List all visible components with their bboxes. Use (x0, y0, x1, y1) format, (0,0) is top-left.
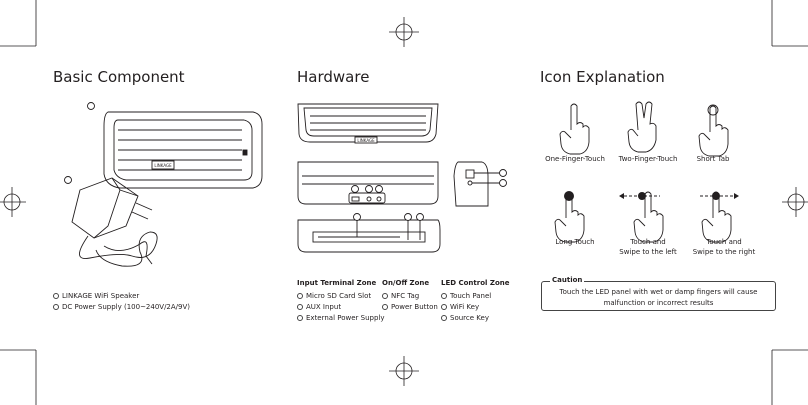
speaker-side-view (453, 161, 507, 207)
speaker-illustration (103, 111, 263, 189)
one-finger-touch-icon (559, 103, 590, 155)
list-item: NFC Tag (382, 290, 438, 301)
bullet-circle-icon (53, 303, 59, 310)
basic-component-title: Basic Component (53, 68, 185, 86)
speaker-back-view (297, 161, 439, 205)
bullet-circle-icon (297, 303, 303, 310)
swipe-right-icon (700, 191, 739, 243)
list-item: LINKAGE WiFi Speaker (53, 290, 190, 301)
hardware-title: Hardware (297, 68, 370, 86)
input-terminal-zone: Input Terminal Zone Micro SD Card Slot A… (297, 279, 385, 323)
list-item: External Power Supply (297, 312, 385, 323)
on-off-zone: On/Off Zone NFC Tag Power Button (382, 279, 438, 312)
icon-explanation-title: Icon Explanation (540, 68, 665, 86)
caution-box: Caution Touch the LED panel with wet or … (541, 276, 776, 311)
svg-text:LINKAGE: LINKAGE (154, 163, 172, 168)
bullet-circle-icon (297, 314, 303, 321)
list-item: DC Power Supply (100~240V/2A/9V) (53, 301, 190, 312)
led-control-zone: LED Control Zone Touch Panel WiFi Key So… (441, 279, 510, 323)
bullet-circle-icon (382, 292, 388, 299)
power-adapter-illustration (71, 177, 158, 267)
bullet-circle-icon (297, 292, 303, 299)
bullet-circle-icon (441, 292, 447, 299)
list-item: Source Key (441, 312, 509, 323)
bullet-circle-icon (53, 292, 59, 299)
long-touch-icon (554, 191, 585, 243)
list-item: AUX Input (297, 301, 385, 312)
basic-component-list: LINKAGE WiFi Speaker DC Power Supply (10… (53, 290, 190, 312)
long-touch-label: Long Touch (555, 238, 595, 246)
svg-text:LINKAGE: LINKAGE (357, 138, 375, 143)
two-finger-touch-label: Two-Finger-Touch (618, 155, 678, 163)
speaker-front-view (297, 213, 441, 253)
registration-mark-left (0, 187, 26, 217)
one-finger-touch-label: One-Finger-Touch (545, 155, 605, 163)
two-finger-touch-icon (627, 101, 657, 153)
list-item: Power Button (382, 301, 438, 312)
swipe-right-label: Touch and Swipe to the right (692, 238, 756, 256)
speaker-top-view (297, 103, 439, 144)
swipe-left-label: Touch and Swipe to the left (619, 238, 677, 256)
caution-text: Touch the LED panel with wet or damp fin… (559, 288, 758, 307)
registration-mark-top (389, 17, 419, 47)
caution-title: Caution (550, 276, 585, 284)
bullet-circle-icon (441, 303, 447, 310)
short-tab-icon (698, 104, 729, 157)
short-tab-label: Short Tab (696, 155, 730, 163)
list-item: Touch Panel (441, 290, 509, 301)
bullet-circle-icon (382, 303, 388, 310)
list-item: WiFi Key (441, 301, 509, 312)
bullet-circle-icon (441, 314, 447, 321)
registration-mark-right (782, 187, 808, 217)
swipe-left-icon (619, 191, 664, 243)
registration-mark-bottom (389, 356, 419, 386)
list-item: Micro SD Card Slot (297, 290, 385, 301)
